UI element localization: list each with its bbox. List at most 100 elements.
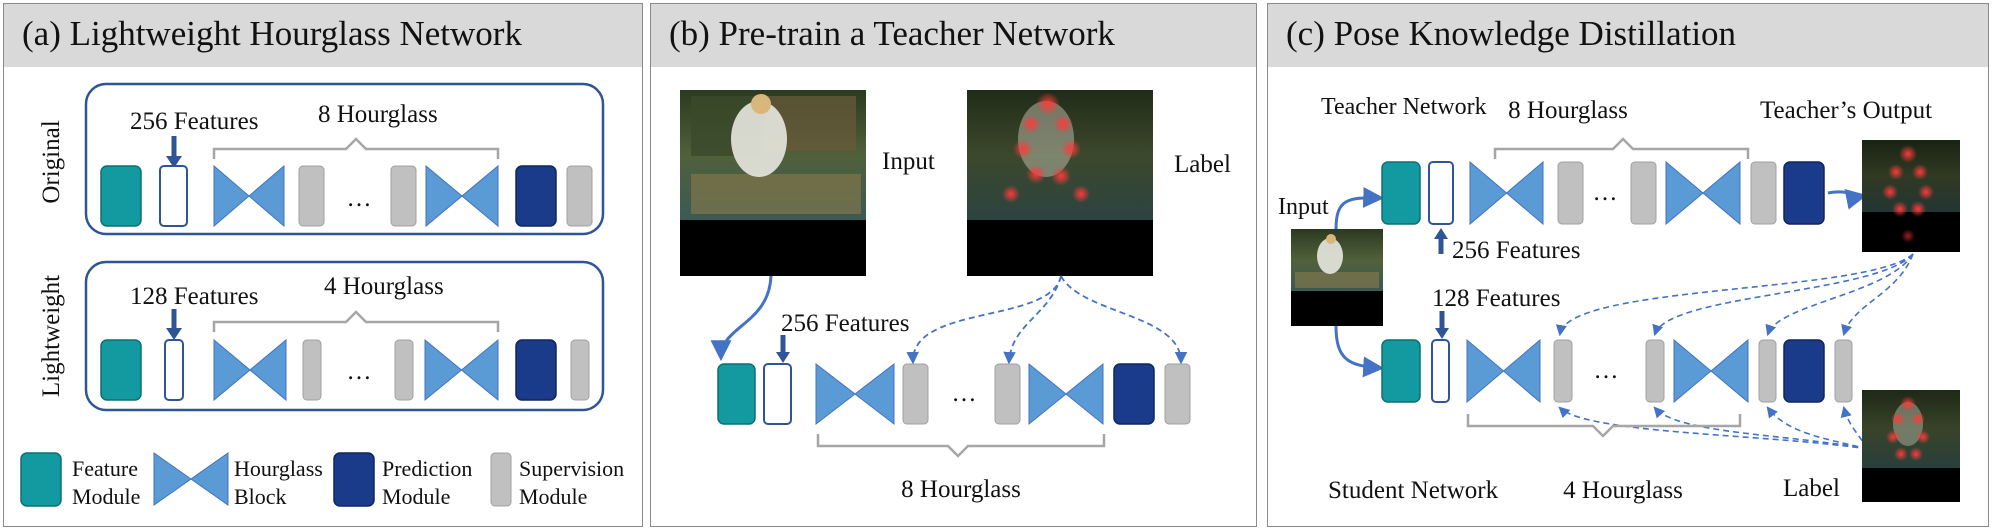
student-supervision-module-4 (1834, 339, 1853, 403)
original-prediction-module (515, 165, 557, 227)
lightweight-features-label: 128 Features (130, 283, 258, 310)
panel-b-feature-map (763, 363, 792, 425)
student-ellipsis: … (1594, 357, 1619, 384)
original-hourglass-block-2 (425, 164, 499, 228)
lightweight-hourglass-block-2 (424, 338, 499, 402)
panel-b-supervision-module-2 (994, 363, 1021, 425)
legend-prediction-label-2: Module (382, 484, 450, 509)
label-label: Label (1174, 151, 1231, 178)
panel-b-hourglass-block-1 (815, 362, 895, 426)
lightweight-feature-arrowhead (166, 328, 182, 340)
panel-b: (b) Pre-train a Teacher Network (650, 3, 1257, 527)
student-brace (1466, 414, 1742, 438)
input-image (1291, 229, 1383, 326)
teacher-feature-module (1381, 161, 1421, 225)
label-to-supervision-arrows (906, 275, 1188, 365)
panel-b-feature-arrowhead (776, 352, 790, 363)
teacher-prediction-module (1783, 161, 1825, 225)
student-supervision-module-2 (1645, 339, 1665, 403)
student-hourglass-block-2 (1673, 338, 1749, 404)
student-feature-map (1431, 339, 1450, 403)
panel-c: (c) Pose Knowledge Distillation Teacher … (1267, 3, 1989, 527)
lightweight-supervision-module-3 (570, 339, 590, 401)
teacher-ellipsis: … (1593, 179, 1618, 206)
teacher-network-label: Teacher Network (1321, 94, 1487, 120)
legend-feature-module (20, 452, 62, 507)
lightweight-ellipsis: … (347, 358, 372, 385)
legend-hourglass-label-1: Hourglass (234, 456, 323, 481)
panel-a: (a) Lightweight Hourglass Network Origin… (3, 3, 643, 527)
lightweight-feature-map (164, 339, 184, 401)
teacher-output-label: Teacher’s Output (1760, 97, 1932, 124)
original-supervision-module-3 (566, 165, 593, 227)
legend-prediction-module (333, 452, 375, 507)
original-row-label: Original (38, 120, 65, 203)
lightweight-brace (212, 310, 500, 332)
teacher-to-output-arrow (1827, 188, 1868, 210)
student-supervision-module-3 (1758, 339, 1777, 403)
legend-feature-label-1: Feature (72, 456, 138, 481)
student-features-label: 128 Features (1432, 285, 1560, 312)
panel-b-feature-module (717, 363, 756, 425)
panel-c-title: (c) Pose Knowledge Distillation (1286, 14, 1737, 53)
original-feature-map (159, 165, 188, 227)
original-feature-arrowhead (166, 156, 182, 168)
panel-c-header: (c) Pose Knowledge Distillation (1268, 4, 1988, 67)
original-ellipsis: … (347, 185, 372, 212)
teacher-brace (1493, 137, 1750, 159)
input-to-feature-arrow (710, 275, 773, 362)
lightweight-feature-module (100, 339, 142, 401)
panel-b-supervision-module-1 (902, 363, 929, 425)
original-features-label: 256 Features (130, 108, 258, 135)
panel-b-ellipsis: … (952, 380, 977, 407)
panel-a-header: (a) Lightweight Hourglass Network (4, 4, 642, 67)
student-prediction-module (1783, 339, 1825, 403)
teacher-hourglass-block-2 (1665, 160, 1741, 226)
teacher-features-label: 256 Features (1452, 237, 1580, 264)
lightweight-prediction-module (515, 339, 557, 401)
teacher-supervision-module-1 (1557, 161, 1584, 225)
panel-b-features-label: 256 Features (781, 310, 909, 337)
original-supervision-module-1 (298, 165, 325, 227)
teacher-hourglass-label: 8 Hourglass (1508, 97, 1628, 124)
label-heatmap-image (1862, 390, 1960, 502)
legend-supervision-label-1: Supervision (519, 456, 624, 481)
lightweight-hourglass-label: 4 Hourglass (324, 273, 444, 300)
input-label: Input (882, 148, 935, 175)
original-feature-module (100, 165, 142, 227)
panel-b-brace (816, 434, 1106, 458)
original-frame (84, 82, 605, 236)
lightweight-supervision-module-1 (302, 339, 322, 401)
student-network-label: Student Network (1328, 477, 1499, 504)
teacher-hourglass-block-1 (1469, 160, 1544, 226)
teacher-supervision-module-2 (1630, 161, 1657, 225)
panel-a-diagram: Original 256 Features 8 Hourglass … Ligh… (20, 82, 624, 509)
teacher-output-image (1862, 140, 1960, 252)
lightweight-frame (84, 260, 605, 412)
teacher-feature-map (1428, 161, 1454, 225)
original-hourglass-label: 8 Hourglass (318, 101, 438, 128)
legend-supervision-label-2: Module (519, 484, 587, 509)
lightweight-hourglass-block-1 (213, 338, 287, 402)
panel-b-hourglass-label: 8 Hourglass (901, 476, 1021, 503)
panel-b-supervision-module-3 (1164, 363, 1191, 425)
panel-a-title: (a) Lightweight Hourglass Network (22, 14, 522, 53)
teacher-supervision-module-3 (1750, 161, 1777, 225)
input-to-teacher-arrow (1334, 186, 1385, 230)
panel-b-hourglass-block-2 (1028, 362, 1104, 426)
panel-b-header: (b) Pre-train a Teacher Network (651, 4, 1256, 67)
student-supervision-module-1 (1553, 339, 1573, 403)
panel-b-diagram: Input Label 256 Features (680, 90, 1231, 503)
panel-b-title: (b) Pre-train a Teacher Network (669, 14, 1115, 53)
label-distillation-arrows (1558, 405, 1869, 450)
label-label: Label (1783, 475, 1840, 502)
teacher-output-distillation-arrows (1555, 253, 1914, 337)
original-supervision-module-2 (390, 165, 417, 227)
legend-supervision-module (490, 452, 512, 507)
legend-hourglass-block (153, 452, 229, 506)
teacher-feature-arrowhead (1434, 228, 1448, 239)
original-hourglass-block-1 (213, 164, 285, 228)
legend-feature-label-2: Module (72, 484, 140, 509)
student-hourglass-block-1 (1466, 338, 1541, 404)
lightweight-supervision-module-2 (394, 339, 414, 401)
